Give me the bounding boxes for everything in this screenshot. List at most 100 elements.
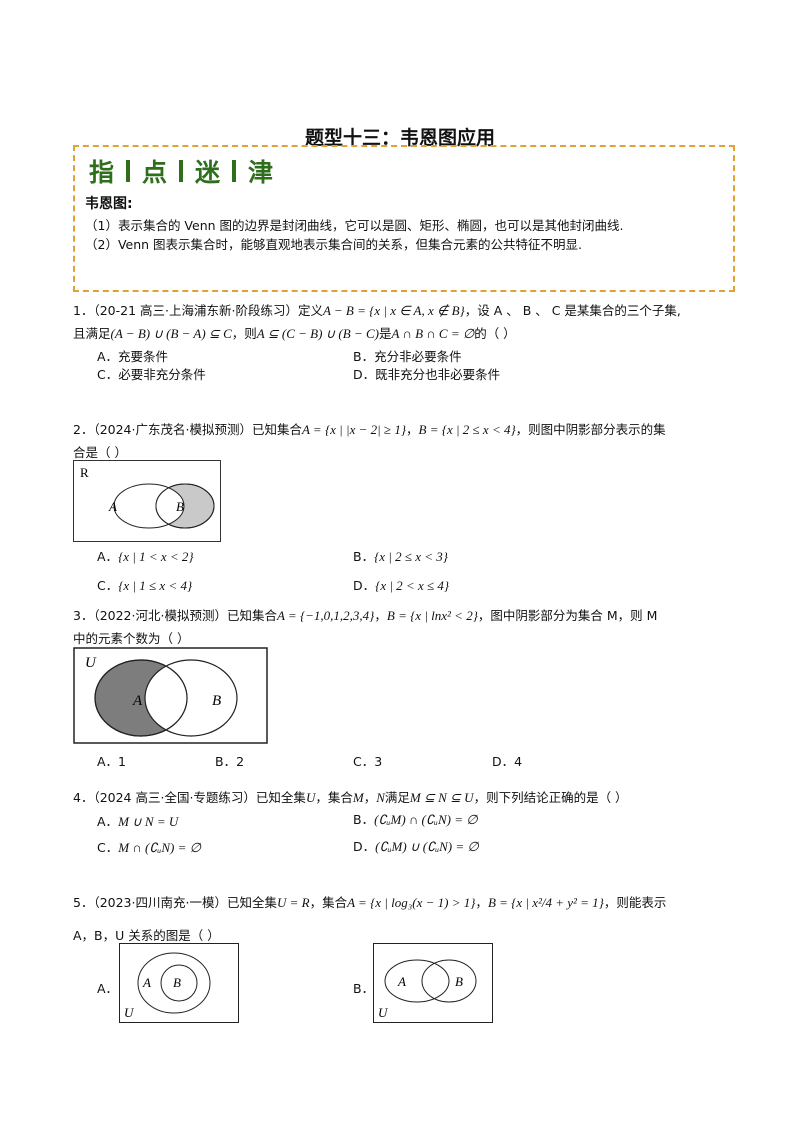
math-expression: (A − B) ∪ (B − A) ⊆ C <box>110 326 232 341</box>
q5-line2: A，B，U 关系的图是（ ） <box>73 928 220 943</box>
option-a[interactable]: A．M ∪ N = U <box>97 811 178 830</box>
option-label: D． <box>353 578 376 593</box>
q5-option-a-diagram[interactable]: A B U <box>119 943 239 1023</box>
q3-line2: 中的元素个数为（ ） <box>73 631 190 646</box>
question-text: 的（ ） <box>474 326 516 341</box>
label-u: U <box>85 655 97 671</box>
set-a-circle <box>113 483 185 529</box>
question-text: ，设 A 、 B 、 C 是某集合的三个子集, <box>464 303 681 318</box>
intersection-region <box>145 660 187 736</box>
label-u: U <box>124 1005 135 1020</box>
option-b[interactable]: B．2 <box>215 754 245 769</box>
option-a[interactable]: A．充要条件 <box>97 349 169 364</box>
math-expression: B = {x | x²/4 + y² = 1} <box>487 895 604 910</box>
question-text: ，则图中阴影部分表示的集 <box>515 422 666 437</box>
q2-line1: 2．（2024·广东茂名·模拟预测）已知集合A = {x | |x − 2| ≥… <box>73 419 666 438</box>
option-math: (∁ᵤM) ∪ (∁ᵤN) = ∅ <box>375 839 479 854</box>
option-label: B． <box>353 812 375 827</box>
option-a[interactable]: A．1 <box>97 754 127 769</box>
math-expression: A = {−1,0,1,2,3,4} <box>276 608 375 623</box>
q5-option-b-diagram[interactable]: A B U <box>373 943 493 1023</box>
page-title: 题型十三：韦恩图应用 <box>304 127 495 149</box>
question-text: ， <box>363 790 377 805</box>
question-text: ，集合 <box>309 895 348 910</box>
option-c[interactable]: C．必要非充分条件 <box>97 367 206 382</box>
label-a: A <box>108 499 117 514</box>
set-a-circle <box>137 952 211 1014</box>
label-b: B <box>455 974 463 989</box>
option-label: A． <box>97 549 119 564</box>
tip-header: 指 点 迷 津 <box>89 153 273 189</box>
option-d[interactable]: D．{x | 2 < x ≤ 4} <box>353 575 449 594</box>
question-number: 1． <box>73 303 94 318</box>
option-d[interactable]: D．既非充分也非必要条件 <box>353 367 501 382</box>
option-b[interactable]: B．{x | 2 ≤ x < 3} <box>353 546 448 565</box>
math-expression: N <box>376 790 385 805</box>
question-source: （2024·广东茂名·模拟预测）已知集合 <box>93 422 302 437</box>
set-a-outline <box>94 659 188 737</box>
question-number: 2． <box>73 422 94 437</box>
set-b-circle <box>421 959 477 1003</box>
option-label: B． <box>353 549 375 564</box>
question-text: ，则能表示 <box>603 895 667 910</box>
option-c[interactable]: C．3 <box>353 754 383 769</box>
label-a: A <box>397 974 406 989</box>
tip-char: 津 <box>248 158 274 187</box>
label-b: B <box>176 499 184 514</box>
option-math: {x | 2 ≤ x < 3} <box>374 549 448 564</box>
question-text: ，则 <box>231 326 257 341</box>
universal-set-box <box>373 943 493 1023</box>
q2-line2: 合是（ ） <box>73 445 127 460</box>
option-math: {x | 1 < x < 2} <box>118 549 194 564</box>
label-u: U <box>378 1005 389 1020</box>
question-number: 5． <box>73 895 94 910</box>
option-label: D． <box>353 839 376 854</box>
option-c[interactable]: C．{x | 1 ≤ x < 4} <box>97 575 192 594</box>
math-expression: A = {x | |x − 2| ≥ 1} <box>301 422 407 437</box>
tip-box: 指 点 迷 津 韦恩图: （1）表示集合的 Venn 图的边界是封闭曲线，它可以… <box>73 145 735 292</box>
math-expression: U = R <box>276 895 310 910</box>
option-d[interactable]: D．4 <box>492 754 523 769</box>
option-math: {x | 1 ≤ x < 4} <box>118 578 193 593</box>
label-a: A <box>132 693 143 709</box>
label-b: B <box>212 693 221 709</box>
math-expression: B = {x | lnx² < 2} <box>386 608 478 623</box>
tip-char: 点 <box>142 158 168 187</box>
question-number: 4． <box>73 790 94 805</box>
math-expression: A − B = {x | x ∈ A, x ∉ B} <box>322 303 465 318</box>
option-c[interactable]: C．M ∩ (∁ᵤN) = ∅ <box>97 837 201 856</box>
tip-line: （1）表示集合的 Venn 图的边界是封闭曲线，它可以是圆、矩形、椭圆，也可以是… <box>85 218 624 233</box>
math-expression: A ⊆ (C − B) ∪ (B − C) <box>256 326 379 341</box>
set-a-circle <box>384 959 450 1003</box>
question-text: ，集合 <box>315 790 353 805</box>
q5-line1: 5．（2023·四川南充·一模）已知全集U = R，集合A = {x | log… <box>73 892 666 911</box>
option-b[interactable]: B．充分非必要条件 <box>353 349 462 364</box>
math-expression: A ∩ B ∩ C = ∅ <box>391 326 475 341</box>
tip-divider <box>126 160 131 182</box>
option-label: A． <box>97 814 119 829</box>
question-text: 是 <box>378 326 392 341</box>
q2-venn-diagram: R A B <box>73 460 221 542</box>
question-source: （2023·四川南充·一模）已知全集 <box>93 895 277 910</box>
question-text: 满足 <box>384 790 410 805</box>
option-b[interactable]: B．(∁ᵤM) ∩ (∁ᵤN) = ∅ <box>353 809 478 828</box>
math-expression: M <box>352 790 364 805</box>
option-b[interactable]: B． <box>353 981 375 996</box>
option-label: C． <box>97 840 119 855</box>
question-source: （20-21 高三·上海浦东新·阶段练习）定义 <box>93 303 323 318</box>
label-a: A <box>142 975 151 990</box>
option-math: M ∪ N = U <box>118 814 179 829</box>
question-source: （2024 高三·全国·专题练习）已知全集 <box>93 790 306 805</box>
option-math: (∁ᵤM) ∩ (∁ᵤN) = ∅ <box>374 812 478 827</box>
q3-venn-diagram: U A B <box>73 647 268 744</box>
label-r: R <box>80 465 89 480</box>
option-a[interactable]: A． <box>97 981 119 996</box>
set-b-outline <box>155 483 215 529</box>
question-text: ，则下列结论正确的是（ ） <box>473 790 628 805</box>
math-expression: A = {x | log₃(x − 1) > 1} <box>347 895 476 910</box>
question-text: 且满足 <box>73 326 111 341</box>
tip-line: （2）Venn 图表示集合时，能够直观地表示集合间的关系，但集合元素的公共特征不… <box>85 237 583 252</box>
option-d[interactable]: D．(∁ᵤM) ∪ (∁ᵤN) = ∅ <box>353 836 479 855</box>
q1-line1: 1．（20-21 高三·上海浦东新·阶段练习）定义A − B = {x | x … <box>73 300 681 319</box>
option-a[interactable]: A．{x | 1 < x < 2} <box>97 546 194 565</box>
